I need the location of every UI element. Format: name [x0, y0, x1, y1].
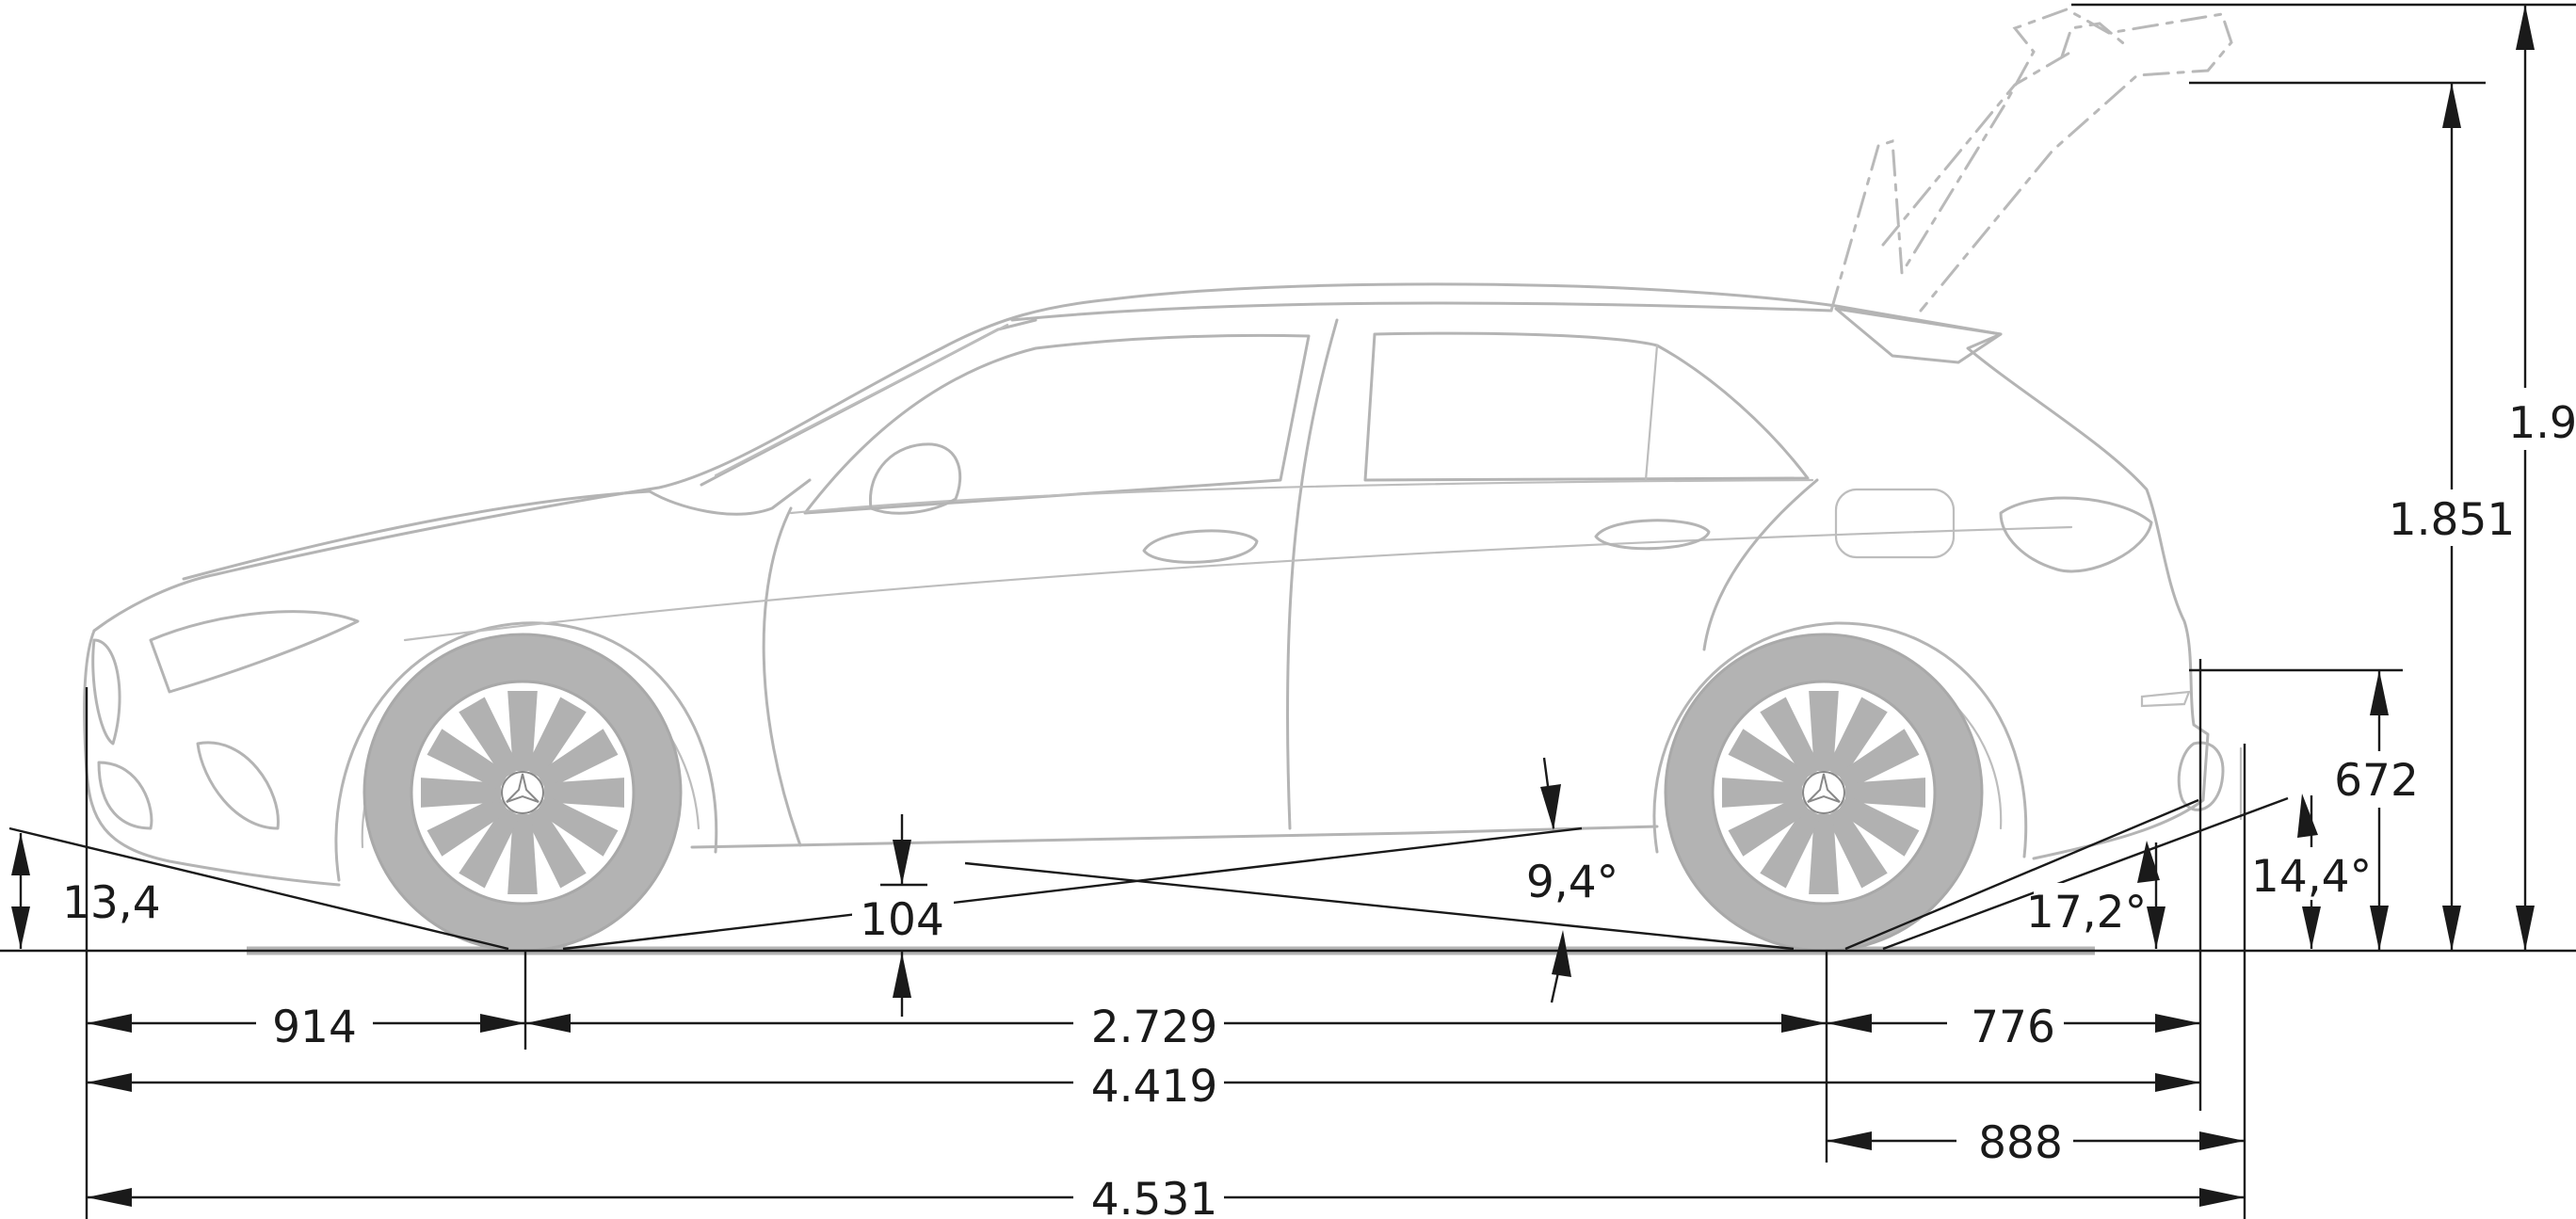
front-door-line — [762, 506, 802, 847]
car-side-view — [83, 8, 2243, 955]
label-hitch-height: 672 — [2334, 755, 2419, 807]
open-tailgate-outline — [1829, 8, 2233, 313]
label-overall-length: 4.419 — [1091, 1061, 1218, 1113]
label-height: 1.851 — [2389, 494, 2516, 546]
front-grille — [91, 638, 121, 746]
c-pillar — [1702, 478, 1819, 651]
dimension-lines — [0, 3, 2576, 1219]
front-air-intake — [196, 741, 280, 830]
label-ground-clearance: 104 — [860, 894, 944, 946]
tail-light — [1999, 496, 2153, 573]
label-departure-angle: 17,2° — [2026, 887, 2147, 938]
rear-wheel-arch — [1652, 621, 2028, 858]
label-departure-angle-hitch: 14,4° — [2251, 851, 2372, 903]
dimension-labels: 914 2.729 776 4.419 888 4.531 1.997 1.85… — [62, 388, 2576, 1219]
tow-hitch — [2177, 741, 2225, 811]
label-rear-overhang-hitch: 888 — [1978, 1117, 2063, 1169]
dim-hitch-height — [2370, 670, 2389, 951]
door-gap — [1285, 318, 1339, 830]
headlight — [149, 610, 360, 694]
label-overall-length-hitch: 4.531 — [1091, 1174, 1218, 1219]
rear-wheel — [1664, 633, 1984, 953]
rear-side-window — [1363, 331, 1810, 482]
dim-approach-angle — [8, 826, 509, 951]
label-ramp-angle: 9,4° — [1526, 857, 1618, 908]
dim-ground-clearance — [880, 814, 927, 1017]
front-door-handle — [1142, 529, 1259, 564]
rear-spoiler — [1834, 307, 2003, 364]
front-wheel — [362, 633, 683, 953]
dim-departure-angle — [1844, 794, 2321, 951]
dim-height-open — [2516, 5, 2535, 951]
label-height-open: 1.997 — [2508, 397, 2576, 448]
label-rear-overhang: 776 — [1971, 1002, 2055, 1053]
front-wheel-arch — [334, 621, 718, 882]
dim-ramp-angle — [562, 757, 1795, 1003]
label-approach-angle: 13,4 — [62, 877, 161, 929]
car-body-outline — [92, 282, 2210, 860]
front-bumper — [83, 629, 341, 887]
label-wheelbase: 2.729 — [1091, 1002, 1218, 1053]
hood — [182, 478, 812, 581]
roof — [1010, 301, 1833, 322]
side-mirror — [868, 442, 962, 515]
rear-door-handle — [1594, 519, 1711, 551]
label-front-overhang: 914 — [272, 1002, 357, 1053]
windshield — [700, 318, 1038, 487]
front-side-window — [803, 333, 1311, 515]
